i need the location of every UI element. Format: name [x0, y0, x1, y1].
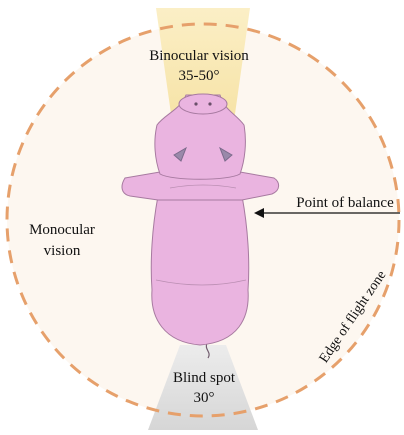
point-of-balance-label: Point of balance	[296, 195, 394, 211]
blind-spot-label: Blind spot	[173, 370, 236, 386]
pig-snout	[179, 94, 227, 114]
pig-nostril-right	[208, 102, 211, 105]
blind-spot-angle-label: 30°	[194, 390, 215, 406]
binocular-vision-label: Binocular vision	[149, 48, 249, 64]
monocular-vision-label-line2: vision	[44, 243, 81, 259]
pig-nostril-left	[194, 102, 197, 105]
monocular-vision-label-line1: Monocular	[29, 222, 95, 238]
binocular-angle-label: 35-50°	[179, 68, 220, 84]
pig-body	[151, 196, 249, 345]
